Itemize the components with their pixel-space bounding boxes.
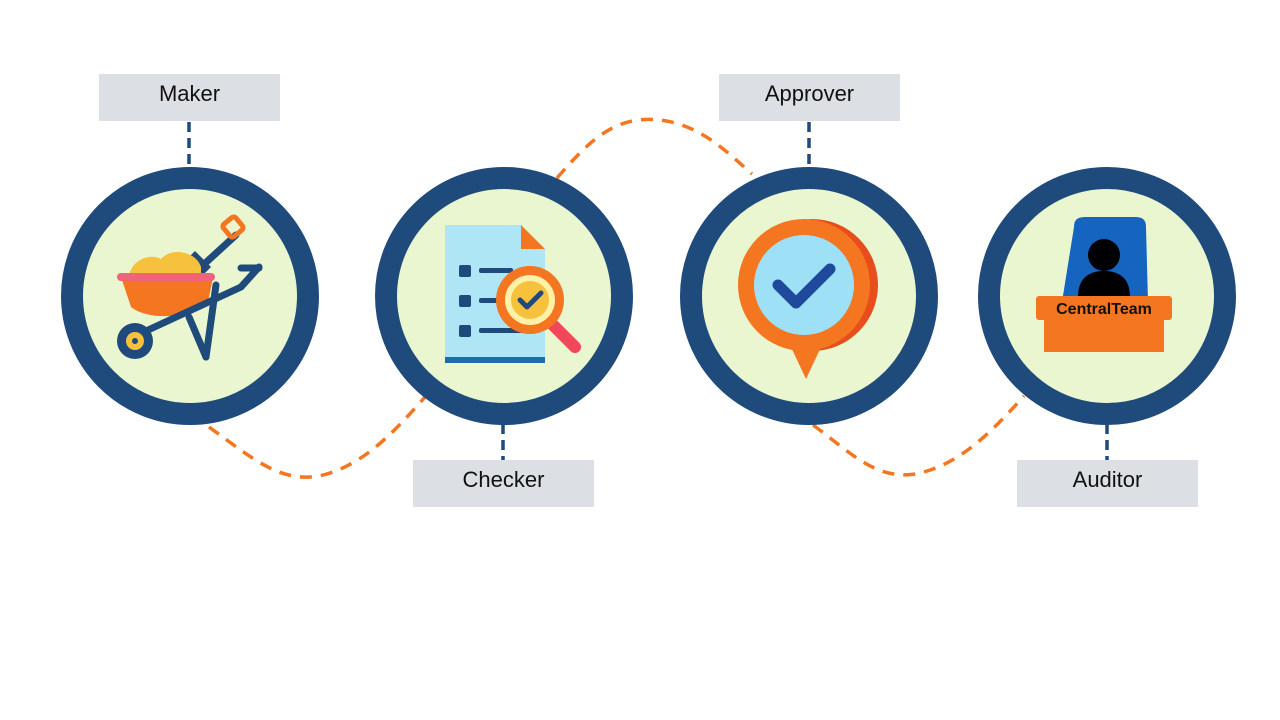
label-maker-text: Maker bbox=[158, 81, 221, 106]
wheelbarrow-shovel-icon bbox=[117, 214, 263, 361]
checklist-magnifier-icon bbox=[445, 225, 581, 363]
central-team-label: CentralTeam bbox=[1056, 301, 1152, 318]
node-checker bbox=[375, 167, 633, 425]
label-maker: Maker bbox=[99, 74, 280, 121]
node-maker bbox=[61, 167, 319, 425]
checkmark-badge-icon bbox=[738, 219, 878, 379]
label-checker-text: Checker bbox=[462, 467, 545, 492]
label-auditor: Auditor bbox=[1017, 460, 1198, 507]
central-team-desk-icon: CentralTeam bbox=[1036, 217, 1172, 352]
label-approver: Approver bbox=[719, 74, 900, 121]
label-auditor-text: Auditor bbox=[1072, 467, 1143, 492]
label-approver-text: Approver bbox=[764, 81, 855, 106]
node-approver bbox=[680, 167, 938, 425]
label-checker: Checker bbox=[413, 460, 594, 507]
node-auditor: CentralTeam bbox=[978, 167, 1236, 425]
